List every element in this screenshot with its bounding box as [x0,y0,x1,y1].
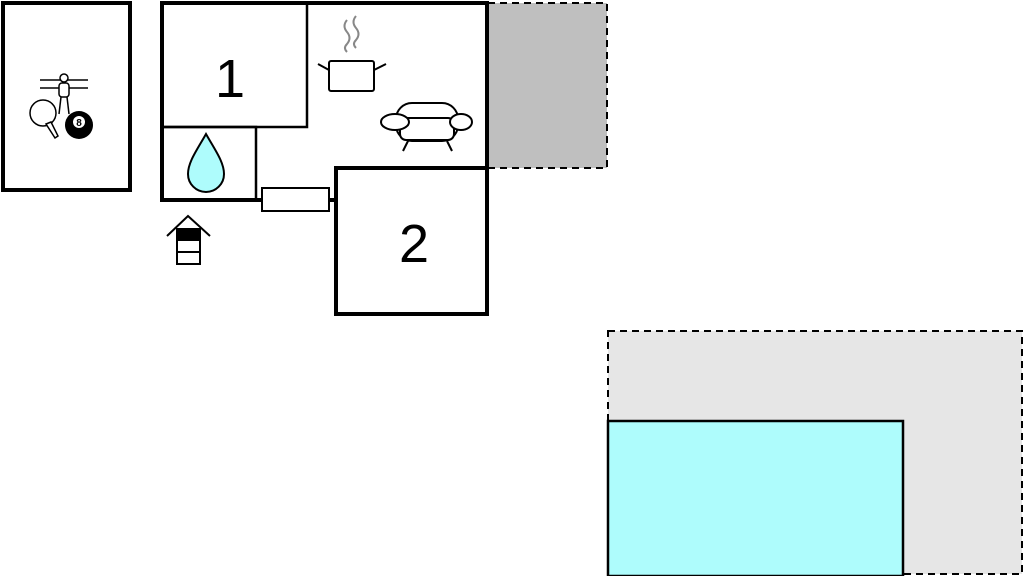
corridor [261,187,330,212]
room-2 [334,166,489,316]
covered-terrace [487,2,608,169]
water-drop-icon [186,131,226,193]
table-tennis-icon [29,99,59,140]
house-entrance-icon [166,214,211,265]
swimming-pool [606,419,905,576]
room-1-label: 1 [215,49,245,109]
billiard-ball-number: 8 [76,118,82,129]
cooking-pot-icon [317,15,387,92]
bathroom [160,125,258,202]
billiard-ball-icon: 8 [65,111,93,139]
sofa-icon [380,102,473,152]
room-2-label: 2 [399,214,429,274]
table-football-icon [40,73,88,115]
